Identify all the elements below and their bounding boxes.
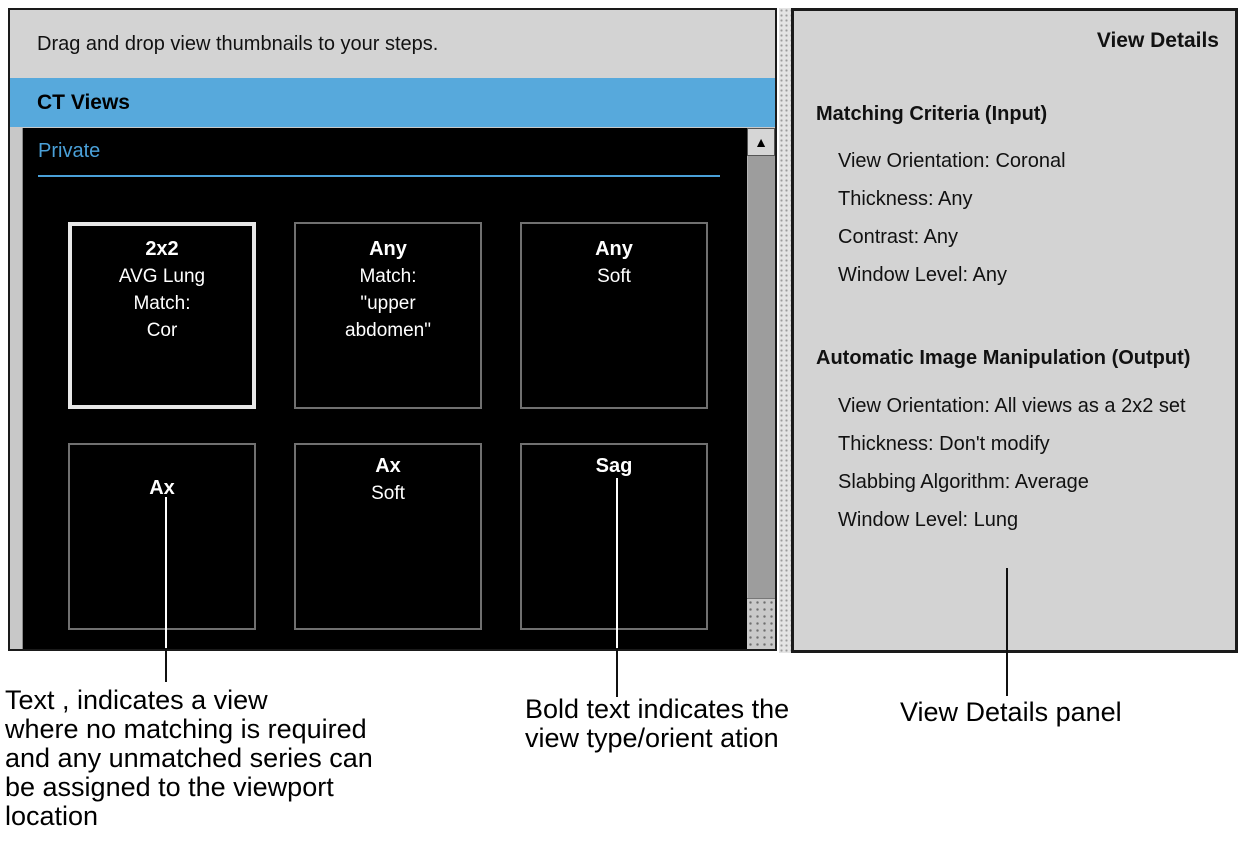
view-type-label: Ax	[149, 477, 175, 499]
view-thumbnails-panel: Drag and drop view thumbnails to your st…	[8, 8, 777, 651]
view-thumbnail-ax-soft[interactable]: Ax Soft	[294, 443, 482, 630]
view-type-label: 2x2	[145, 238, 179, 260]
view-detail-line: Soft	[597, 266, 631, 287]
view-type-label: Sag	[595, 455, 633, 477]
callout-line-sag-inner	[616, 478, 618, 648]
annotation-line: view type/orient ation	[525, 723, 779, 753]
view-detail-line: "upper	[360, 293, 416, 314]
detail-item: Thickness: Any	[838, 188, 973, 210]
view-thumbnail-sag[interactable]: Sag	[520, 443, 708, 630]
view-type-label: Any	[369, 238, 407, 260]
ct-views-header[interactable]: CT Views	[10, 78, 775, 128]
group-underline	[38, 175, 720, 177]
panel-left-edge	[10, 128, 23, 649]
detail-item: Thickness: Don't modify	[838, 433, 1050, 455]
panel-splitter[interactable]	[779, 8, 791, 653]
view-thumbnail-2x2-avg-lung[interactable]: 2x2 AVG Lung Match: Cor	[68, 222, 256, 409]
view-detail-line: Cor	[146, 320, 178, 341]
annotation-line: Text , indicates a view	[5, 685, 268, 715]
scroll-up-button[interactable]: ▲	[747, 128, 775, 156]
view-thumbnail-any-upper-abdomen[interactable]: Any Match: "upper abdomen"	[294, 222, 482, 409]
detail-item: Contrast: Any	[838, 226, 959, 248]
view-thumbnail-any-soft[interactable]: Any Soft	[520, 222, 708, 409]
annotation-line: where no matching is required	[5, 714, 367, 744]
instruction-text: Drag and drop view thumbnails to your st…	[37, 32, 439, 55]
annotation-line: be assigned to the viewport	[5, 772, 334, 802]
detail-item: View Orientation: Coronal	[838, 150, 1066, 172]
annotation-line: View Details panel	[900, 697, 1122, 727]
view-thumbnail-ax[interactable]: Ax	[68, 443, 256, 630]
annotation-line: Bold text indicates the	[525, 694, 790, 724]
view-detail-line: Match:	[359, 266, 417, 287]
annotation-bold-text: Bold text indicates the view type/orient…	[525, 695, 789, 753]
detail-item: View Orientation: All views as a 2x2 set	[838, 395, 1186, 417]
callout-line-ax-inner	[165, 497, 167, 648]
thumbnail-list-area: Private 2x2 AVG Lung Match: Cor Any Matc…	[10, 128, 775, 649]
vertical-scrollbar[interactable]: ▲	[747, 128, 775, 649]
detail-item: Window Level: Any	[838, 264, 1007, 286]
view-detail-line: abdomen"	[345, 320, 431, 341]
scrollbar-track-stipple[interactable]	[747, 598, 775, 649]
matching-criteria-heading: Matching Criteria (Input)	[816, 103, 1048, 125]
scrollbar-thumb[interactable]	[747, 156, 775, 598]
group-label-private: Private	[38, 140, 101, 162]
annotation-view-details-panel: View Details panel	[900, 698, 1122, 727]
view-detail-line: Soft	[371, 483, 405, 504]
annotation-unmatched-text: Text , indicates a view where no matchin…	[5, 686, 373, 831]
callout-line-ax-outer	[165, 648, 167, 682]
view-detail-line: AVG Lung	[118, 266, 206, 287]
view-type-label: Any	[595, 238, 633, 260]
detail-item: Slabbing Algorithm: Average	[838, 471, 1089, 493]
view-type-label: Ax	[375, 455, 401, 477]
auto-image-manipulation-heading: Automatic Image Manipulation (Output)	[816, 347, 1191, 369]
annotation-line: and any unmatched series can	[5, 743, 373, 773]
annotation-line: location	[5, 801, 99, 831]
callout-line-view-details	[1006, 568, 1008, 696]
up-arrow-icon: ▲	[754, 134, 768, 150]
callout-line-sag-outer	[616, 648, 618, 697]
view-details-panel: View Details Matching Criteria (Input) V…	[791, 8, 1238, 653]
view-detail-line: Match:	[133, 293, 191, 314]
view-details-title: View Details	[1096, 29, 1219, 52]
detail-item: Window Level: Lung	[838, 509, 1019, 531]
